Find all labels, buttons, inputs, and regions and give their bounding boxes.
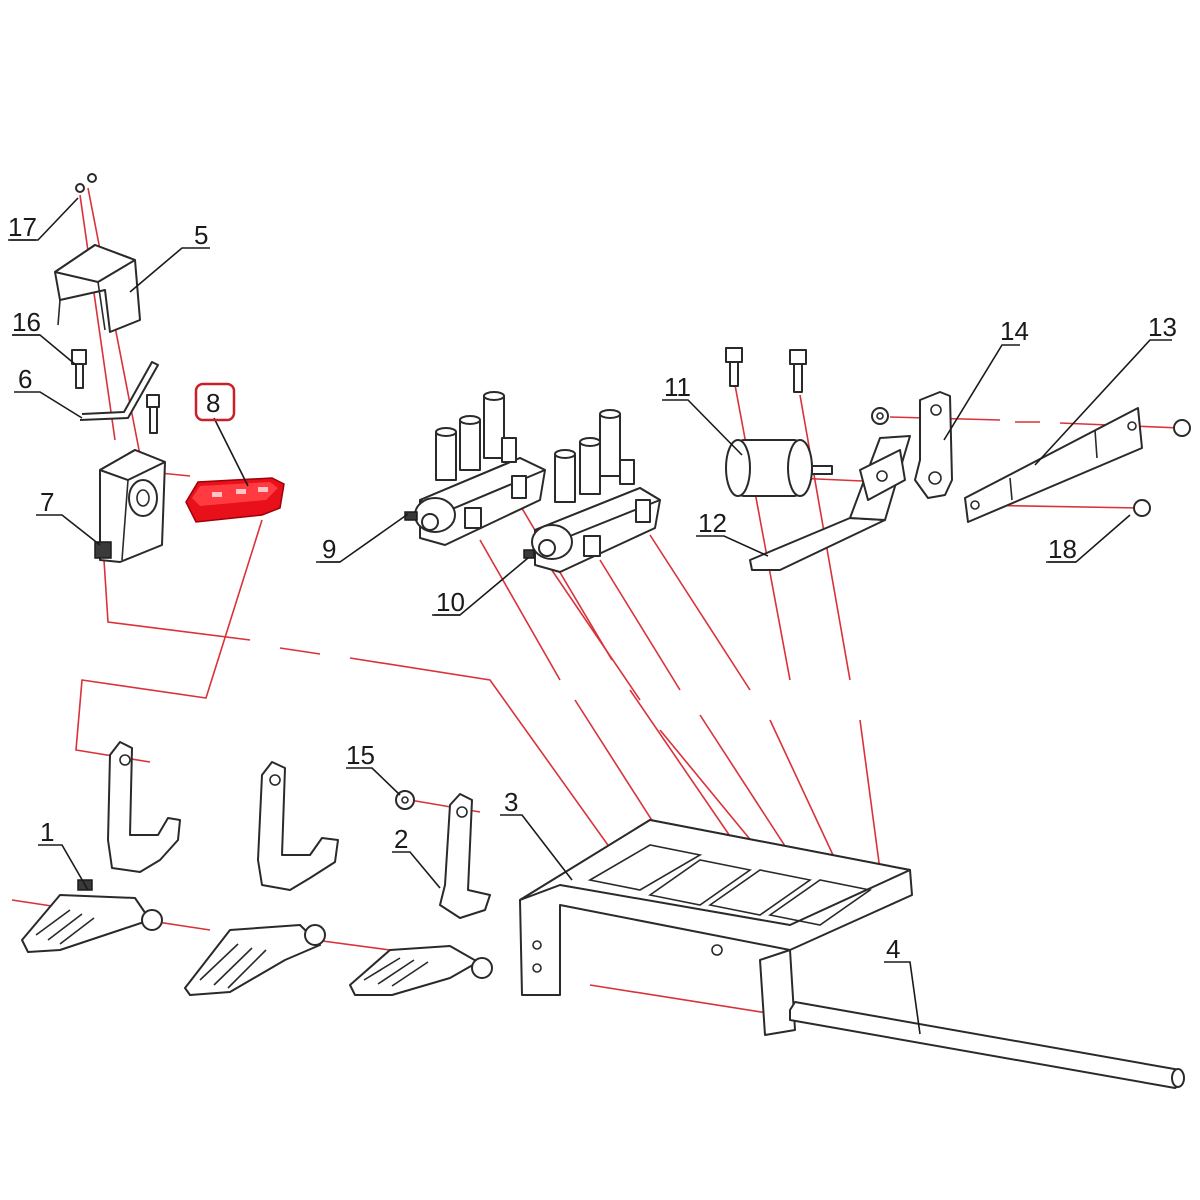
leader-2 bbox=[392, 851, 441, 889]
callout-18: 18 bbox=[1048, 534, 1077, 564]
callout-11: 11 bbox=[664, 372, 691, 402]
pedal-1 bbox=[21, 741, 181, 953]
callout-17: 17 bbox=[8, 212, 37, 242]
callout-15: 15 bbox=[346, 740, 375, 770]
leader-15 bbox=[346, 767, 401, 796]
bracket-12 bbox=[749, 435, 911, 571]
leader-8 bbox=[213, 417, 249, 487]
assembly-line bbox=[103, 559, 251, 641]
valve-manifold-10 bbox=[523, 409, 661, 573]
callout-9: 9 bbox=[322, 534, 336, 564]
leader-3 bbox=[500, 814, 573, 881]
callout-5: 5 bbox=[194, 220, 208, 250]
valve-manifold-9 bbox=[404, 391, 546, 546]
screw-head bbox=[75, 183, 85, 193]
base-plate-3 bbox=[519, 819, 913, 1036]
assembly-line bbox=[769, 719, 841, 871]
mounting-block-7 bbox=[94, 449, 166, 563]
bolt-16 bbox=[71, 349, 87, 389]
leader-12 bbox=[696, 535, 769, 557]
spring-6 bbox=[79, 361, 159, 421]
leader-4 bbox=[884, 961, 921, 1035]
screws-13-18 bbox=[1133, 419, 1191, 517]
cover-bracket-5 bbox=[54, 244, 141, 333]
callout-1: 1 bbox=[40, 817, 54, 847]
pedal-2 bbox=[349, 793, 493, 996]
callout-2: 2 bbox=[394, 824, 408, 854]
leader-1 bbox=[38, 844, 89, 891]
pedal-middle bbox=[184, 761, 339, 996]
assembly-line bbox=[599, 559, 681, 691]
callout-12: 12 bbox=[698, 508, 727, 538]
assembly-line bbox=[649, 534, 751, 691]
latch-14 bbox=[914, 391, 953, 499]
callout-8: 8 bbox=[206, 388, 220, 418]
leader-6 bbox=[14, 391, 83, 419]
callout-4: 4 bbox=[886, 934, 900, 964]
callout-labels: 17 5 16 6 8 7 9 10 11 12 14 13 18 15 1 2… bbox=[8, 212, 1177, 964]
assembly-line bbox=[544, 559, 641, 701]
highlighted-part-8 bbox=[185, 477, 285, 523]
cylinder-11 bbox=[725, 439, 833, 497]
assembly-line bbox=[75, 519, 263, 763]
callout-16: 16 bbox=[12, 307, 41, 337]
nut-near-14 bbox=[871, 407, 889, 425]
leader-13 bbox=[1034, 339, 1172, 466]
leader-5 bbox=[129, 247, 210, 293]
assembly-line bbox=[279, 647, 321, 655]
screws-17 bbox=[75, 173, 97, 193]
leader-14 bbox=[943, 344, 1020, 441]
screw-head bbox=[87, 173, 97, 183]
callout-6: 6 bbox=[18, 364, 32, 394]
nut-15 bbox=[395, 790, 415, 810]
callout-3: 3 bbox=[504, 787, 518, 817]
callout-underlines bbox=[8, 239, 1076, 616]
callout-13: 13 bbox=[1148, 312, 1177, 342]
assembly-line bbox=[349, 657, 641, 891]
assembly-line bbox=[859, 719, 881, 871]
callout-10: 10 bbox=[436, 587, 465, 617]
leader-11 bbox=[662, 399, 743, 456]
assembly-line bbox=[589, 984, 781, 1016]
leader-7 bbox=[36, 514, 101, 546]
plate-13 bbox=[964, 407, 1143, 523]
assembly-line bbox=[479, 539, 561, 681]
callout-14: 14 bbox=[1000, 316, 1029, 346]
bolt-near-6 bbox=[146, 394, 160, 434]
assembly-line bbox=[79, 194, 116, 441]
assembly-line bbox=[734, 384, 791, 681]
assembly-lines bbox=[11, 187, 1181, 1016]
bolts-near-11 bbox=[725, 347, 807, 393]
rod-4 bbox=[789, 1001, 1185, 1089]
highlight-box-8 bbox=[194, 382, 236, 422]
leader-16 bbox=[12, 334, 77, 366]
callout-7: 7 bbox=[40, 487, 54, 517]
